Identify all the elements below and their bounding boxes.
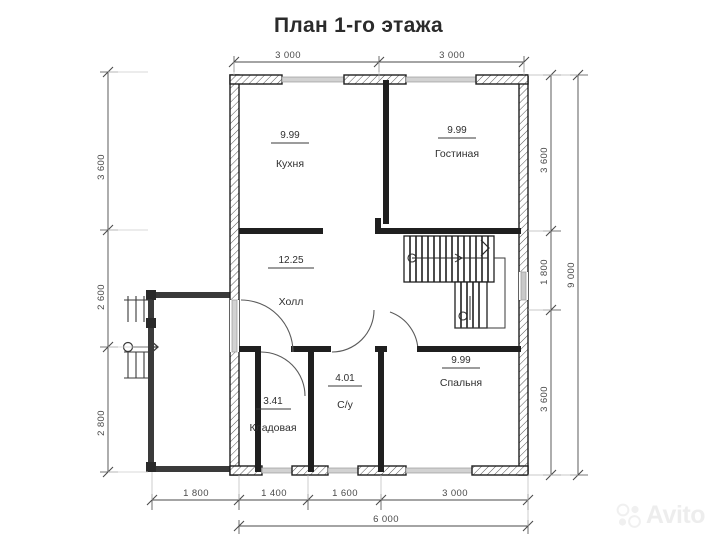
interior-walls	[239, 80, 521, 472]
room-label-bedroom: 9.99 Спальня	[440, 355, 482, 389]
room-name-hall: Холл	[279, 296, 304, 308]
dim-top-2: 3 000	[439, 50, 465, 61]
room-area-hall: 12.25	[278, 255, 303, 266]
extension-lines	[108, 62, 578, 526]
room-name-kitchen: Кухня	[276, 158, 304, 170]
room-area-bathroom: 4.01	[335, 373, 355, 384]
dimension-right-chain: 3 600 1 800 3 600	[539, 69, 561, 481]
dim-bottom-2: 1 400	[261, 488, 287, 499]
dim-bottom-total: 6 000	[373, 514, 399, 525]
room-label-hall: 12.25 Холл	[268, 255, 314, 308]
dim-right-3: 3 600	[539, 386, 550, 412]
dimension-bottom-chain: 1 800 1 400 1 600 3 000	[146, 488, 534, 510]
terrace	[146, 290, 236, 472]
dim-right-2: 1 800	[539, 259, 550, 285]
room-name-bathroom: С/у	[337, 399, 354, 411]
dimension-left: 3 600 2 600 2 800	[96, 66, 118, 478]
dim-left-2: 2 600	[96, 284, 107, 310]
room-label-kitchen: 9.99 Кухня	[271, 130, 309, 170]
dim-left-1: 3 600	[96, 154, 107, 180]
room-area-kitchen: 9.99	[280, 130, 300, 141]
dim-bottom-3: 1 600	[332, 488, 358, 499]
door-swings	[240, 299, 419, 397]
dimension-right-total: 9 000	[566, 69, 588, 481]
room-name-bedroom: Спальня	[440, 377, 482, 389]
dim-left-3: 2 800	[96, 410, 107, 436]
entrance-steps	[124, 296, 152, 379]
dim-right-total: 9 000	[566, 262, 577, 288]
room-name-storage: Кладовая	[249, 422, 296, 434]
dim-bottom-4: 3 000	[442, 488, 468, 499]
room-label-storage: 3.41 Кладовая	[249, 396, 296, 434]
dim-right-1: 3 600	[539, 147, 550, 173]
room-label-living: 9.99 Гостиная	[435, 125, 479, 160]
dim-top-1: 3 000	[275, 50, 301, 61]
dim-bottom-1: 1 800	[183, 488, 209, 499]
page-title: План 1-го этажа	[273, 14, 444, 37]
room-label-bathroom: 4.01 С/у	[328, 373, 362, 411]
room-area-living: 9.99	[447, 125, 467, 136]
room-area-storage: 3.41	[263, 396, 283, 407]
room-area-bedroom: 9.99	[451, 355, 471, 366]
staircase	[403, 235, 506, 329]
room-name-living: Гостиная	[435, 148, 479, 160]
dimension-bottom-total: 6 000	[233, 514, 534, 534]
room-labels: 9.99 Кухня 9.99 Гостиная 12.25 Холл 3.41…	[249, 125, 482, 434]
